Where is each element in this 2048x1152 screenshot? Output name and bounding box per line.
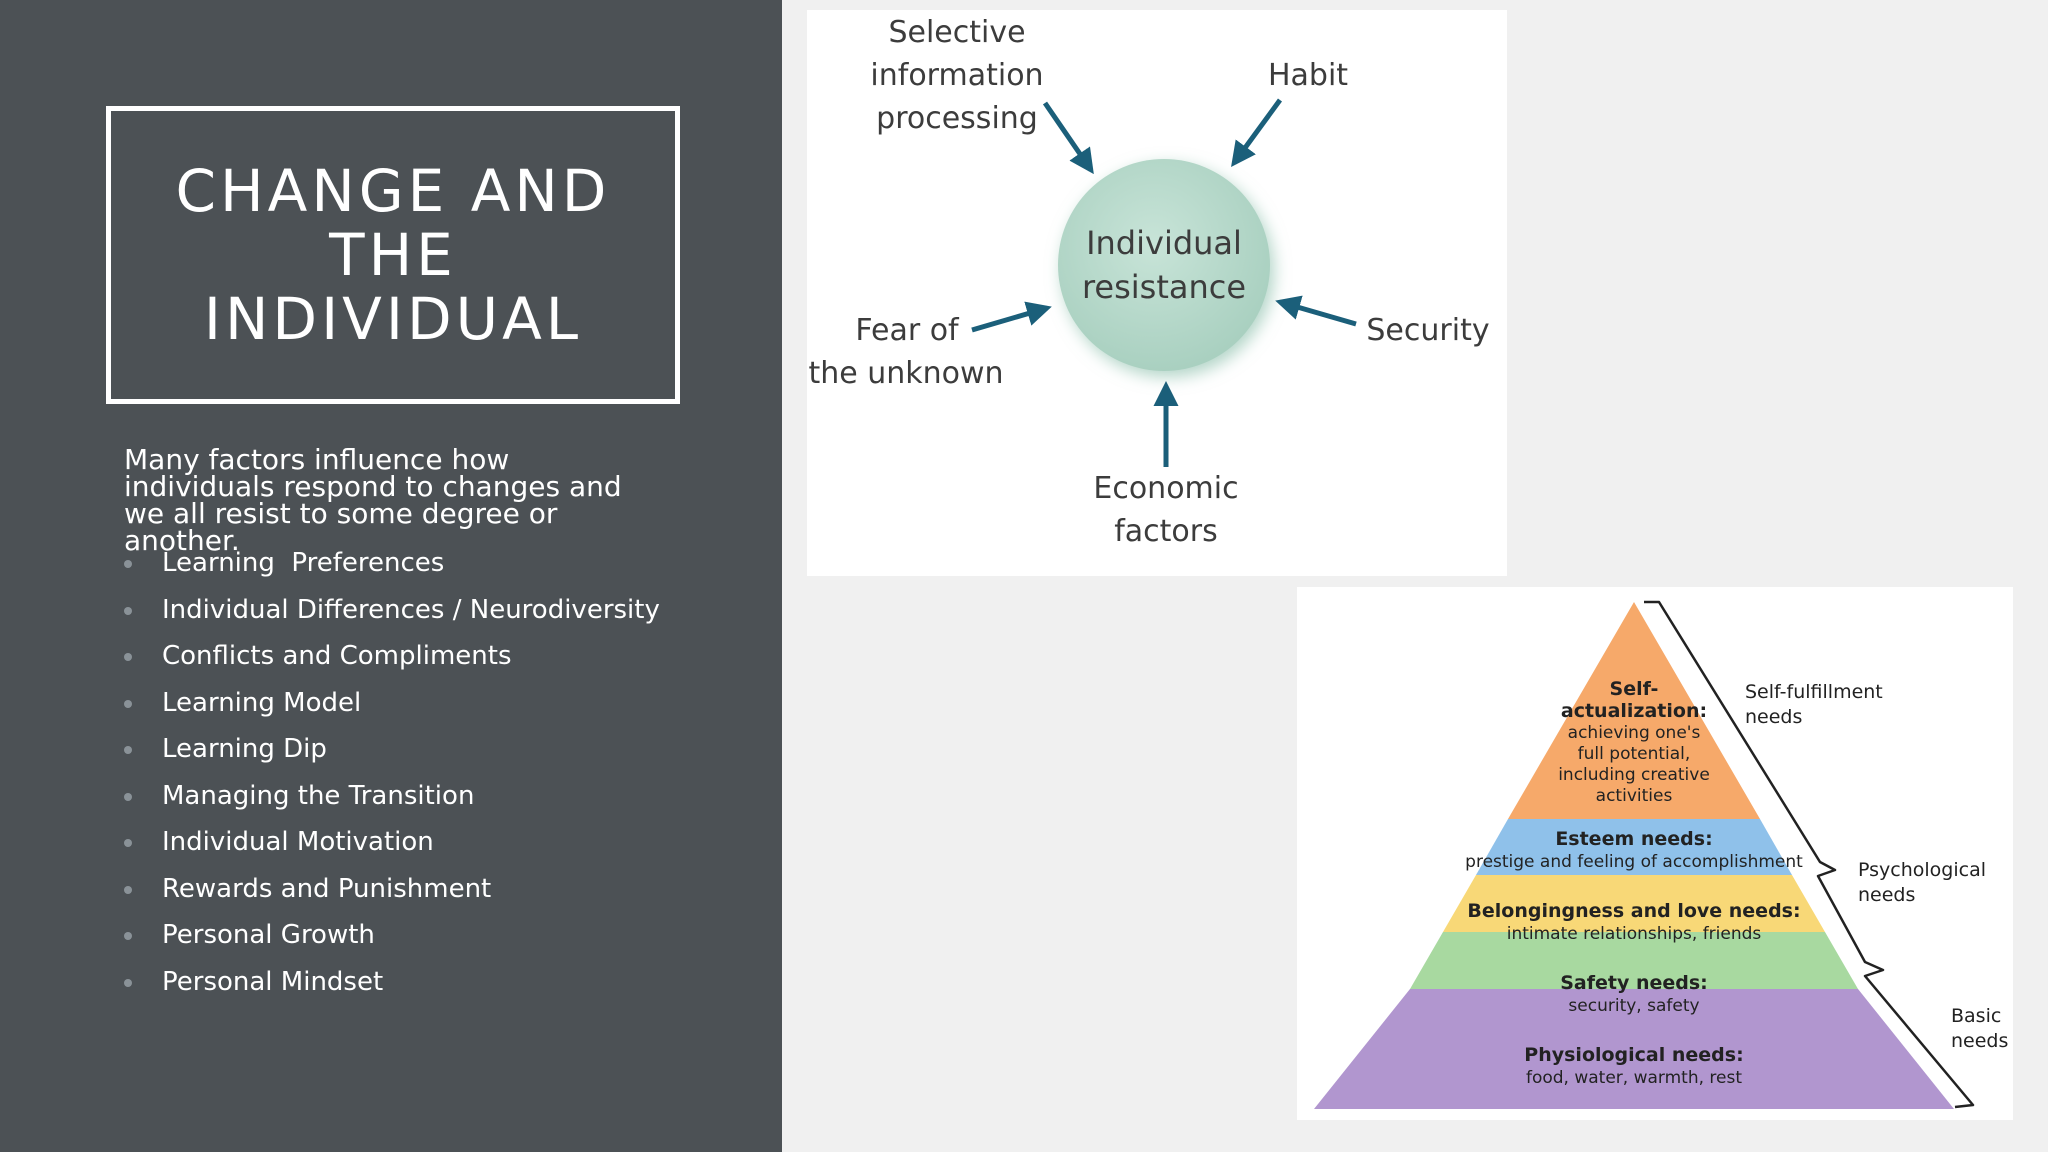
group-label-line1: Self-fulfillment bbox=[1745, 681, 1883, 703]
bullet-text: Learning Preferences bbox=[162, 548, 445, 578]
bullet-list: Learning Preferences Individual Differen… bbox=[124, 541, 660, 1006]
intro-text: Many factors influence how individuals r… bbox=[124, 443, 622, 557]
bullet-item: Individual Motivation bbox=[124, 820, 660, 867]
group-label-line2: needs bbox=[1858, 884, 1915, 906]
group-label-line2: needs bbox=[1745, 706, 1802, 728]
level-desc: including creative bbox=[1558, 765, 1710, 785]
resistance-diagram-svg: Individual resistance Selective informat… bbox=[808, 15, 1489, 549]
bullet-text: Rewards and Punishment bbox=[162, 873, 492, 904]
bullet-item: Managing the Transition bbox=[124, 774, 660, 821]
bullet-item: Personal Growth bbox=[124, 913, 660, 960]
level-desc: food, water, warmth, rest bbox=[1526, 1068, 1742, 1088]
bullet-dot-icon bbox=[124, 699, 132, 708]
level-title: Physiological needs: bbox=[1524, 1044, 1743, 1066]
pyramid-level-belonging bbox=[1443, 875, 1825, 932]
bullet-dot-icon bbox=[124, 839, 132, 847]
title-box: CHANGE AND THE INDIVIDUAL bbox=[106, 106, 680, 404]
bullet-dot-icon bbox=[124, 792, 132, 801]
bullet-item: Conflicts and Compliments bbox=[124, 634, 660, 681]
bullet-item: Learning Model bbox=[124, 681, 660, 728]
bullet-text: Learning Model bbox=[162, 687, 362, 718]
label-habit: Habit bbox=[1268, 58, 1348, 93]
bullet-text: Learning Dip bbox=[162, 734, 327, 764]
level-title: Self- bbox=[1610, 678, 1659, 700]
resistance-diagram: Individual resistance Selective informat… bbox=[807, 10, 1507, 576]
bullet-dot-icon bbox=[124, 932, 132, 940]
group-label-line2: needs bbox=[1951, 1030, 2008, 1052]
center-label-line1: Individual bbox=[1086, 224, 1242, 262]
slide-title: CHANGE AND THE INDIVIDUAL bbox=[175, 157, 611, 353]
bullet-dot-icon bbox=[124, 560, 132, 568]
resistance-circle bbox=[1058, 159, 1270, 371]
level-desc: intimate relationships, friends bbox=[1507, 924, 1762, 944]
bullet-text: Personal Growth bbox=[162, 920, 375, 950]
level-desc: activities bbox=[1596, 786, 1673, 806]
arrow-selective bbox=[1042, 101, 1094, 175]
bullet-item: Personal Mindset bbox=[124, 960, 660, 1007]
label-selective-line3: processing bbox=[876, 101, 1038, 136]
group-label-line1: Basic bbox=[1951, 1005, 2001, 1027]
bullet-item: Rewards and Punishment bbox=[124, 867, 660, 914]
bullet-dot-icon bbox=[124, 606, 132, 615]
label-selective-line2: information bbox=[870, 58, 1043, 93]
level-desc: prestige and feeling of accomplishment bbox=[1465, 852, 1803, 872]
level-title: Belongingness and love needs: bbox=[1467, 900, 1800, 922]
bullet-item: Learning Preferences bbox=[124, 541, 660, 588]
center-label-line2: resistance bbox=[1082, 268, 1246, 306]
group-bracket bbox=[1644, 600, 1975, 1109]
arrow-fear bbox=[971, 301, 1052, 333]
bullet-text: Managing the Transition bbox=[162, 780, 475, 811]
bullet-dot-icon bbox=[124, 653, 132, 661]
level-title: actualization: bbox=[1561, 700, 1707, 722]
group-label-line1: Psychological bbox=[1858, 859, 1986, 881]
arrow-security bbox=[1275, 295, 1357, 327]
maslow-pyramid-svg: Self- actualization: achieving one's ful… bbox=[1314, 600, 2008, 1109]
level-desc: full potential, bbox=[1578, 744, 1691, 764]
bullet-text: Individual Differences / Neurodiversity bbox=[162, 594, 660, 625]
left-panel: CHANGE AND THE INDIVIDUAL Many factors i… bbox=[0, 0, 782, 1152]
label-economic-line1: Economic bbox=[1093, 471, 1238, 506]
level-title: Safety needs: bbox=[1560, 972, 1708, 994]
pyramid-level-esteem bbox=[1476, 819, 1792, 875]
maslow-pyramid-panel: Self- actualization: achieving one's ful… bbox=[1297, 587, 2013, 1120]
level-title: Esteem needs: bbox=[1555, 828, 1712, 850]
bullet-dot-icon bbox=[124, 885, 132, 894]
arrow-habit bbox=[1231, 98, 1283, 168]
label-security: Security bbox=[1366, 313, 1489, 348]
label-fear-line1: Fear of bbox=[855, 313, 960, 348]
bullet-item: Individual Differences / Neurodiversity bbox=[124, 588, 660, 635]
bullet-text: Conflicts and Compliments bbox=[162, 641, 512, 671]
bullet-text: Individual Motivation bbox=[162, 827, 434, 857]
pyramid-level-physiological bbox=[1314, 989, 1954, 1109]
label-fear-line2: the unknown bbox=[808, 356, 1003, 391]
pyramid-level-safety bbox=[1410, 932, 1858, 989]
bullet-dot-icon bbox=[124, 978, 132, 987]
bullet-dot-icon bbox=[124, 746, 132, 754]
label-economic-line2: factors bbox=[1114, 514, 1218, 549]
level-desc: security, safety bbox=[1568, 996, 1699, 1016]
bullet-item: Learning Dip bbox=[124, 727, 660, 774]
pyramid-level-self-actualization bbox=[1508, 602, 1760, 819]
label-selective-line1: Selective bbox=[888, 15, 1025, 50]
level-desc: achieving one's bbox=[1568, 723, 1701, 743]
bullet-text: Personal Mindset bbox=[162, 966, 384, 997]
